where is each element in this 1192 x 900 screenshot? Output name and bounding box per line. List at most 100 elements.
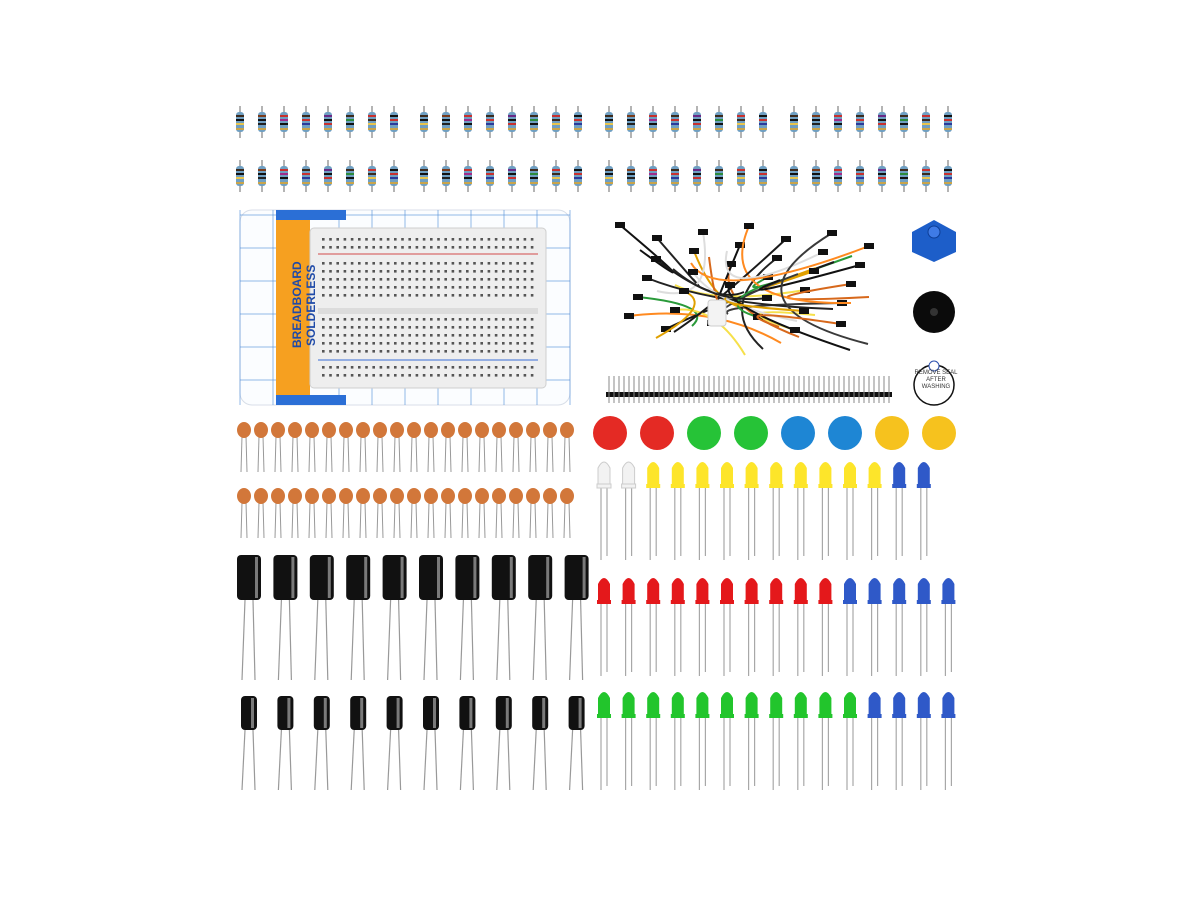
breadboard-hole xyxy=(422,318,426,321)
capacitor-lead xyxy=(478,435,481,473)
led-rim xyxy=(916,600,931,604)
resistor-band xyxy=(790,169,798,171)
breadboard-hole xyxy=(494,350,498,353)
resistor xyxy=(944,106,952,138)
breadboard-hole xyxy=(343,334,347,337)
resistor-band xyxy=(605,173,613,175)
breadboard-hole xyxy=(386,342,390,345)
resistor-band xyxy=(324,119,332,121)
resistor-band xyxy=(236,169,244,171)
breadboard-hole xyxy=(415,342,419,345)
led xyxy=(818,578,833,676)
resistor-tolerance-band xyxy=(508,182,516,184)
breadboard-hole xyxy=(322,334,325,337)
breadboard-hole xyxy=(466,342,469,345)
ceramic-capacitor-body xyxy=(441,488,455,504)
led xyxy=(769,462,784,560)
capacitor-lead xyxy=(495,435,498,473)
breadboard-hole xyxy=(466,318,469,321)
breadboard-hole xyxy=(415,294,419,297)
breadboard-hole xyxy=(473,278,476,281)
breadboard-hole xyxy=(444,334,447,337)
led-rim xyxy=(646,600,661,604)
breadboard-hole xyxy=(408,318,411,321)
breadboard-hole xyxy=(437,350,440,353)
electrolytic-capacitor xyxy=(423,696,439,791)
resistor-band xyxy=(574,169,582,171)
jumper-wire-tip xyxy=(689,248,699,254)
breadboard-hole xyxy=(394,334,397,337)
led xyxy=(867,692,882,790)
breadboard-hole xyxy=(466,286,469,289)
resistor-tolerance-band xyxy=(258,182,266,184)
resistor-band xyxy=(302,115,310,117)
led-body xyxy=(671,692,684,716)
jumper-wire xyxy=(756,314,842,328)
resistor-band xyxy=(737,177,745,179)
electrolytic-capacitor-body xyxy=(313,696,330,730)
breadboard-hole xyxy=(401,294,404,297)
resistor xyxy=(574,106,582,138)
capacitor-lead xyxy=(434,729,438,791)
led-body xyxy=(696,692,709,716)
breadboard-hole xyxy=(430,350,433,353)
led xyxy=(596,461,612,560)
push-button-cap xyxy=(734,416,768,450)
led-rim xyxy=(867,484,882,488)
breadboard-hole xyxy=(444,366,447,369)
breadboard-hole xyxy=(516,238,519,241)
resistor-tolerance-band xyxy=(486,128,494,130)
capacitor-lead xyxy=(359,435,362,473)
push-button-cap xyxy=(687,416,721,450)
breadboard-hole xyxy=(437,238,440,241)
breadboard-hole xyxy=(408,294,411,297)
led xyxy=(769,578,784,676)
ceramic-capacitor xyxy=(339,488,353,539)
ceramic-capacitor-body xyxy=(237,488,251,504)
breadboard-hole xyxy=(487,366,491,369)
resistor xyxy=(900,160,908,192)
ceramic-capacitor xyxy=(322,422,336,473)
resistor xyxy=(464,160,472,192)
capacitor-lead xyxy=(398,501,401,539)
breadboard-hole xyxy=(372,366,375,369)
capacitor-lead xyxy=(291,501,294,539)
breadboard-hole xyxy=(516,342,519,345)
resistor-band xyxy=(759,177,767,179)
breadboard-hole xyxy=(530,342,534,345)
resistor-band xyxy=(834,177,842,179)
push-button-caps xyxy=(593,416,956,450)
resistor xyxy=(552,106,560,138)
breadboard-hole xyxy=(322,374,325,377)
breadboard-hole xyxy=(343,246,347,249)
breadboard-hole xyxy=(322,318,325,321)
polarity-stripe xyxy=(546,557,550,598)
breadboard-hole xyxy=(480,262,483,265)
breadboard-hole xyxy=(372,262,375,265)
led xyxy=(695,462,710,560)
ceramic-capacitor-body xyxy=(271,422,285,438)
capacitor-lead xyxy=(274,435,277,473)
resistor-tolerance-band xyxy=(420,128,428,130)
resistor-band xyxy=(464,177,472,179)
resistor-band xyxy=(922,177,930,179)
breadboard-hole xyxy=(530,326,534,329)
jumper-wire xyxy=(724,250,824,280)
breadboard-hole xyxy=(516,246,519,249)
resistor xyxy=(258,160,266,192)
breadboard-hole xyxy=(422,262,426,265)
resistor-band xyxy=(737,119,745,121)
breadboard-hole xyxy=(394,278,397,281)
breadboard-hole xyxy=(444,342,447,345)
electrolytic-capacitors xyxy=(237,555,589,791)
breadboard-hole xyxy=(401,374,404,377)
breadboard-hole xyxy=(401,334,404,337)
jumper-wire-tip xyxy=(670,307,680,313)
led-rim xyxy=(867,600,882,604)
electrolytic-capacitor xyxy=(277,696,294,791)
resistor xyxy=(834,106,842,138)
breadboard-hole xyxy=(451,286,455,289)
resistor-band xyxy=(464,115,472,117)
capacitor-lead xyxy=(423,599,428,681)
breadboard-hole xyxy=(451,238,455,241)
